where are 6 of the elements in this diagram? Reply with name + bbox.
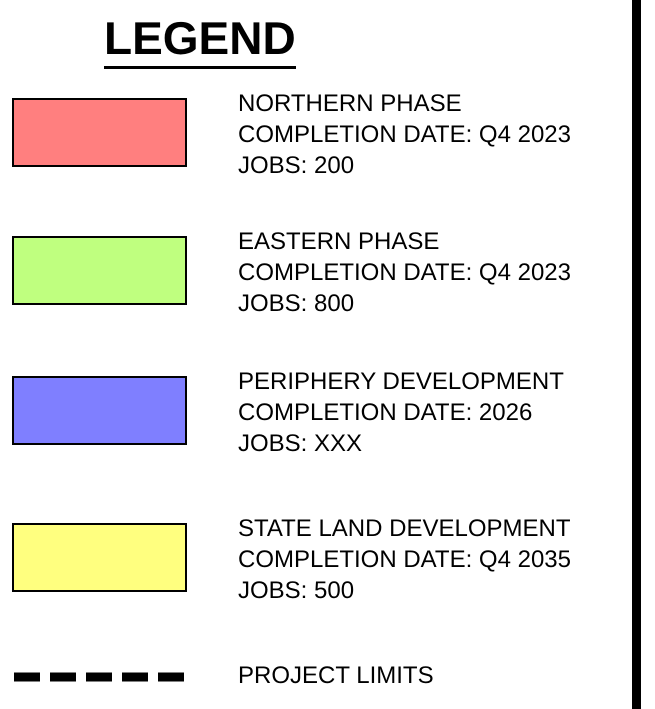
legend-text: STATE LAND DEVELOPMENT COMPLETION DATE: Q4 2035 JOBS: 500 — [238, 514, 572, 606]
legend-text: EASTERN PHASE COMPLETION DATE: Q4 2023 JOBS: 800 — [238, 227, 572, 319]
legend-text: PERIPHERY DEVELOPMENT COMPLETION DATE: 2026 JOBS: XXX — [238, 367, 564, 459]
legend-title: LEGEND — [104, 10, 296, 69]
legend-text: PROJECT LIMITS — [238, 661, 435, 691]
legend-text: NORTHERN PHASE COMPLETION DATE: Q4 2023 JOBS: 200 — [238, 89, 572, 181]
